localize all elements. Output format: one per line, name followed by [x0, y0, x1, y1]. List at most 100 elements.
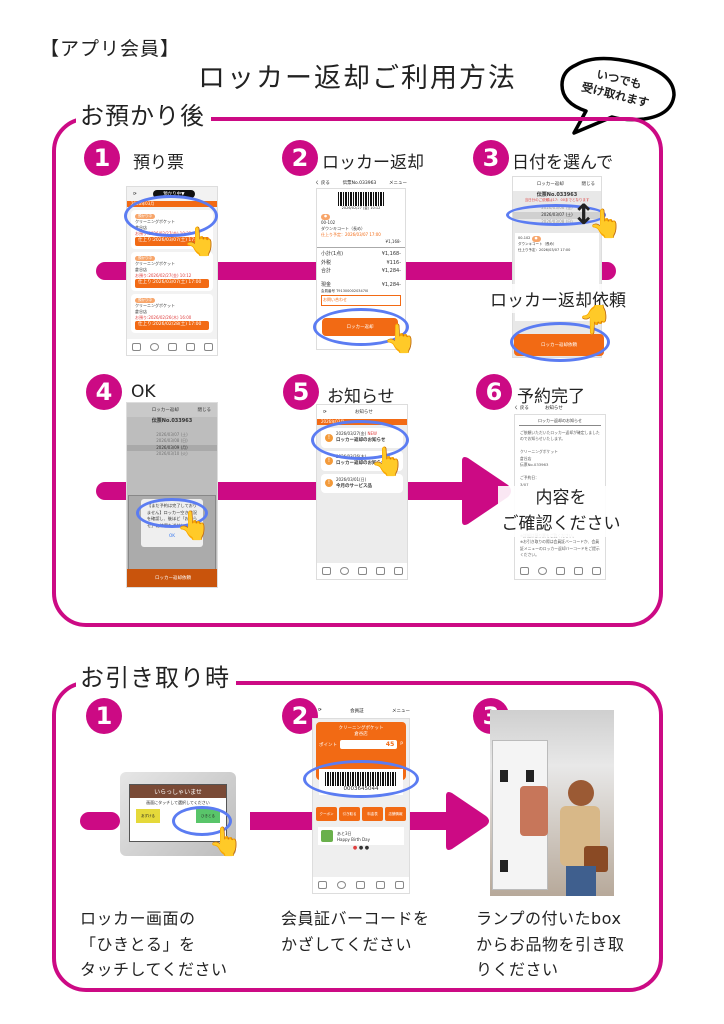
store-name: 倉谷店	[354, 732, 368, 737]
notice-item[interactable]: ! 2026/03/01(日)今月のサービス品	[321, 473, 403, 494]
step-3-sublabel: ロッカー返却依頼	[486, 284, 630, 313]
gift-icon	[321, 830, 333, 842]
app-bottom-nav	[317, 563, 407, 579]
screen-title: お知らせ	[544, 406, 563, 411]
pickup-step-3-caption: ランプの付いたbox からお品物を引き取 りください	[476, 909, 625, 980]
ready-date: 仕上り:2026/03/07(土) 17:00	[135, 279, 209, 288]
nav-survey-icon[interactable]	[394, 881, 404, 889]
shop-name: クリーニングポケット	[135, 261, 175, 267]
nav-receipts-icon[interactable]	[519, 567, 529, 575]
nav-notice-icon[interactable]	[339, 567, 349, 575]
nav-notice-icon[interactable]	[337, 881, 347, 889]
nav-coupon-icon[interactable]	[185, 343, 195, 351]
subtotal-row: 小計(1点)¥1,168-	[321, 251, 401, 258]
item-code: 00-102	[518, 236, 531, 241]
points-value: 45	[340, 740, 398, 749]
back-button[interactable]: く 戻る	[315, 181, 330, 186]
screen-title: お知らせ	[354, 410, 373, 415]
tap-hand-icon: 👆	[383, 322, 418, 355]
refresh-icon[interactable]: ⟳	[323, 409, 327, 415]
store-name: 倉谷店	[135, 309, 147, 315]
refresh-icon[interactable]: ⟳	[133, 191, 137, 197]
nav-coupon-icon[interactable]	[375, 567, 385, 575]
highlight-ellipse	[313, 308, 409, 346]
step-badge-2: 2	[282, 140, 318, 176]
close-button[interactable]: 閉じる	[581, 182, 596, 187]
scroll-arrow-icon: ↕	[572, 198, 596, 231]
nav-survey-icon[interactable]	[203, 343, 213, 351]
menu-button[interactable]: メニュー	[392, 709, 410, 714]
close-button[interactable]: 閉じる	[197, 408, 212, 413]
flow-arrow-icon	[462, 457, 511, 525]
coupon-button[interactable]: クーポン	[316, 807, 337, 821]
locker-return-request-button[interactable]: ロッカー返却依頼	[127, 569, 217, 587]
phone-screen-confirm-dialog: ロッカー返却閉じる 伝票No.033963 2026/03/07 (土) 202…	[126, 402, 218, 588]
highlight-ellipse	[311, 420, 409, 460]
nav-member-card-icon[interactable]	[357, 567, 367, 575]
nav-survey-icon[interactable]	[393, 567, 403, 575]
page-title: ロッカー返却ご利用方法	[198, 63, 517, 94]
app-bottom-nav	[515, 563, 605, 579]
tap-hand-icon: 👆	[208, 825, 243, 858]
terminal-instruction: 画面にタッチして選択してください	[146, 800, 210, 805]
slip-number: 伝票No.033963	[342, 181, 377, 186]
nav-coupon-icon[interactable]	[573, 567, 583, 575]
nav-survey-icon[interactable]	[591, 567, 601, 575]
nav-notice-icon[interactable]	[537, 567, 547, 575]
store-info-button[interactable]: 店舗情報	[385, 807, 406, 821]
item-name: ダウンキコート（長め）	[321, 225, 365, 231]
garment	[520, 786, 548, 836]
points-unit: P	[400, 742, 403, 747]
pickup-title: お引き取り時	[76, 658, 236, 693]
receipt-card[interactable]: 預かり中 クリーニングポケット 倉谷店 お預り:2026/02/27(金) 10…	[131, 252, 213, 291]
locker-lock	[500, 770, 508, 782]
member-card-topbar: ⟳ 会員証 メニュー	[318, 708, 410, 714]
alert-icon: !	[325, 456, 333, 465]
status-tag: 預かり中	[135, 256, 155, 262]
locker-lock	[500, 860, 508, 872]
step-6-label: 予約完了	[517, 387, 585, 407]
terminal-welcome: いらっしゃいませ	[130, 785, 226, 798]
refresh-icon[interactable]: ⟳	[318, 708, 322, 713]
back-button[interactable]: く 戻る	[514, 406, 529, 411]
highlight-ellipse	[506, 204, 606, 226]
screen-title: ロッカー返却	[151, 408, 179, 413]
pickup-step-badge-1: 1	[86, 698, 122, 734]
nav-member-card-icon[interactable]	[356, 881, 366, 889]
contact-button[interactable]: お問い合わせ	[321, 295, 401, 306]
receipt-detail-topbar: く 戻る 伝票No.033963 メニュー	[315, 180, 407, 186]
flow-arrow-icon	[446, 792, 489, 850]
menu-button[interactable]: メニュー	[389, 181, 407, 186]
nav-coupon-icon[interactable]	[375, 881, 385, 889]
carousel-dots[interactable]: ● ● ●	[352, 845, 370, 851]
screen-title: 会員証	[350, 709, 364, 714]
receipt-card[interactable]: 預かり中 クリーニングポケット 倉谷店 お預り:2026/02/26(木) 16…	[131, 294, 213, 333]
price-list-button[interactable]: 料金表	[362, 807, 383, 821]
step-4-label: OK	[131, 382, 156, 402]
tap-hand-icon: 👆	[183, 225, 218, 258]
nav-receipts-icon[interactable]	[318, 881, 328, 889]
phone-screen-member-card: クリーニングポケット 倉谷店 ポイント 45 P 0003645044 クーポン…	[312, 718, 410, 894]
tap-hand-icon: 👆	[176, 509, 211, 542]
notice-detail-topbar: く 戻る お知らせ	[514, 405, 606, 411]
tap-hand-icon: 👆	[370, 445, 405, 478]
member-number: 会員番号 T913000020347I0	[321, 289, 369, 294]
nav-member-card-icon[interactable]	[167, 343, 177, 351]
nav-notice-icon[interactable]	[149, 343, 159, 351]
person-head	[568, 780, 594, 806]
nav-receipts-icon[interactable]	[131, 343, 141, 351]
slip-number: 伝票No.033963	[151, 418, 193, 424]
locker-pickup-photo	[490, 710, 614, 896]
alert-icon: !	[325, 479, 333, 488]
store-name: 倉谷店	[135, 267, 147, 273]
dialog-ok-button[interactable]: OK	[168, 532, 176, 538]
step-badge-1: 1	[84, 140, 120, 176]
nav-receipts-icon[interactable]	[321, 567, 331, 575]
screen-title: ロッカー返却	[536, 182, 564, 187]
nav-member-card-icon[interactable]	[555, 567, 565, 575]
deposit-button[interactable]: あずける	[136, 809, 160, 823]
step-badge-3: 3	[473, 140, 509, 176]
pickup-button[interactable]: 引き取る	[339, 807, 360, 821]
shop-name: クリーニングポケット	[135, 303, 175, 309]
